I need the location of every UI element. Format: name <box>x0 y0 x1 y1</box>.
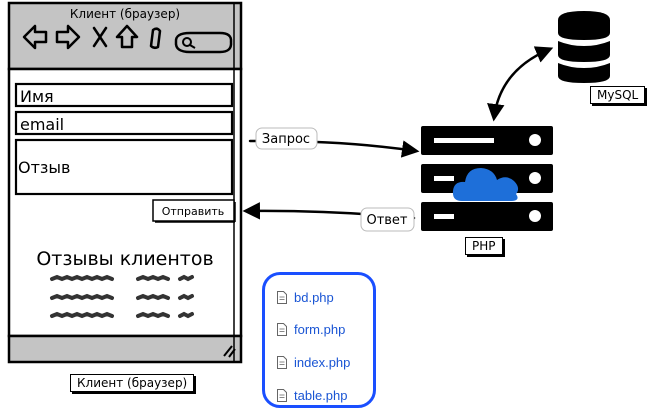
file-item[interactable]: bd.php <box>277 290 334 305</box>
browser-window: Клиент (браузер) Имя email Отзыв Отправи… <box>7 1 243 364</box>
file-item[interactable]: form.php <box>277 322 345 337</box>
file-name: index.php <box>294 355 351 370</box>
close-icon[interactable] <box>92 26 108 48</box>
reviews-heading: Отзывы клиентов <box>36 248 213 270</box>
forward-arrow-icon[interactable] <box>55 24 81 50</box>
cloud-icon <box>452 168 519 201</box>
reviews-placeholder-scribble <box>50 274 194 319</box>
resize-grip-icon[interactable] <box>223 345 236 358</box>
file-icon <box>277 323 287 336</box>
php-label: PHP <box>465 237 503 255</box>
review-textarea[interactable] <box>14 138 234 196</box>
review-textarea-label: Отзыв <box>18 158 70 177</box>
file-icon <box>277 356 287 369</box>
bookmark-icon[interactable] <box>149 27 162 50</box>
mysql-label: MySQL <box>590 86 646 104</box>
server-database-arrow <box>487 46 554 122</box>
email-field[interactable] <box>14 110 234 136</box>
search-field-icon[interactable] <box>174 31 233 54</box>
name-field-label: Имя <box>20 87 54 106</box>
file-icon <box>277 389 287 402</box>
database-icon <box>558 11 610 83</box>
response-label-box <box>360 207 415 232</box>
response-label: Ответ <box>366 213 407 228</box>
file-item[interactable]: index.php <box>277 355 350 370</box>
server-icon <box>421 126 553 231</box>
home-icon[interactable] <box>115 24 139 49</box>
submit-button-label: Отправить <box>162 205 225 218</box>
project-files-list: bd.php form.php index.php table.php <box>262 272 376 408</box>
file-name: form.php <box>294 322 346 337</box>
submit-button[interactable] <box>152 199 235 222</box>
file-name: table.php <box>294 388 348 403</box>
file-name: bd.php <box>294 290 334 305</box>
back-arrow-icon[interactable] <box>22 24 48 50</box>
request-label: Запрос <box>262 132 310 147</box>
email-field-label: email <box>20 115 64 134</box>
browser-caption: Клиент (браузер) <box>70 374 195 392</box>
browser-title: Клиент (браузер) <box>70 7 180 21</box>
file-icon <box>277 291 287 304</box>
name-field[interactable] <box>14 82 234 108</box>
browser-title-bar <box>7 1 243 71</box>
request-label-box <box>255 127 318 150</box>
file-item[interactable]: table.php <box>277 388 348 403</box>
browser-status-bar <box>7 334 243 364</box>
